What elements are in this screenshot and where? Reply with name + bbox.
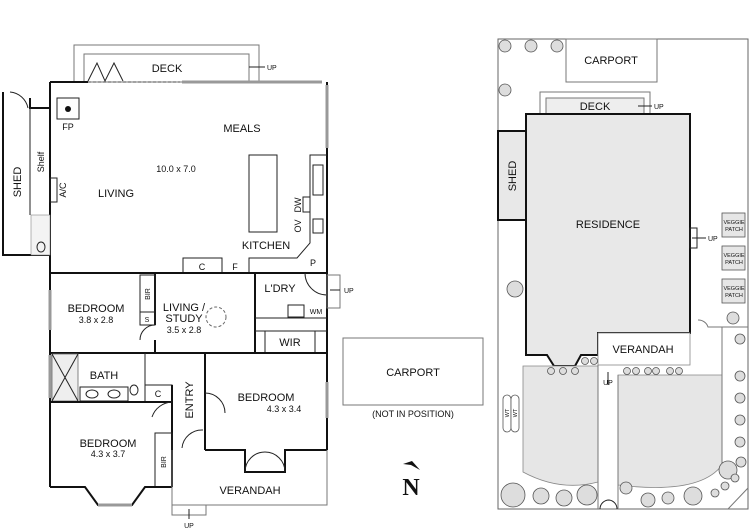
kitchen-label: KITCHEN	[242, 240, 290, 252]
site-verandah-label: VERANDAH	[612, 344, 673, 356]
sink-icon	[312, 164, 324, 196]
wt-label: WT	[505, 408, 511, 417]
tree-icons	[498, 39, 747, 508]
shed-door[interactable]	[9, 91, 29, 109]
carport-label: CARPORT	[386, 367, 440, 379]
bir-label: BIR	[145, 288, 152, 300]
bir2-label: BIR	[161, 456, 168, 468]
site-verandah-up: UP	[603, 380, 613, 387]
patch-label: PATCH	[725, 293, 743, 299]
carport-note: (NOT IN POSITION)	[372, 409, 454, 419]
pantry-label: P	[310, 258, 316, 268]
wir-label: WIR	[279, 337, 300, 349]
deck-label: DECK	[152, 63, 183, 75]
bedroom1-dims: 3.8 x 2.8	[79, 315, 114, 325]
site-side-up: UP	[708, 236, 718, 243]
patch-label: PATCH	[725, 227, 743, 233]
fp-label: FP	[62, 122, 74, 132]
deck-steps-icon	[87, 61, 124, 83]
verandah-label: VERANDAH	[219, 485, 280, 497]
site-deck-up: UP	[654, 104, 664, 111]
wm-label: WM	[310, 309, 323, 316]
study-label-1: LIVING /	[163, 302, 206, 314]
north-label: N	[402, 475, 420, 501]
north-arrow-icon: N	[402, 461, 420, 501]
bedroom2-dims: 4.3 x 3.4	[267, 404, 302, 414]
bedroom2-label: BEDROOM	[238, 392, 295, 404]
ov-label: OV	[293, 219, 303, 232]
veggie-label: VEGGIE	[723, 286, 744, 292]
s-label: S	[145, 317, 150, 324]
wt-label: WT	[513, 408, 519, 417]
cupboard-label: C	[199, 262, 206, 272]
laundry-up-label: UP	[344, 288, 354, 295]
living-dims: 10.0 x 7.0	[156, 164, 196, 174]
ac-label: A/C	[58, 182, 68, 198]
bath-label: BATH	[90, 370, 119, 382]
front-gate[interactable]	[599, 499, 618, 510]
bedroom3-label: BEDROOM	[80, 438, 137, 450]
site-plan: CARPORT DECK UP SHED RESIDENCE UP VEGGIE…	[497, 38, 749, 510]
entry-label: ENTRY	[184, 381, 196, 419]
residence-label: RESIDENCE	[576, 219, 640, 231]
laundry-label: L'DRY	[264, 283, 296, 295]
veggie-label: VEGGIE	[723, 220, 744, 226]
ac-unit	[49, 177, 58, 203]
residence	[525, 113, 691, 367]
meals-label: MEALS	[223, 123, 260, 135]
site-carport-label: CARPORT	[584, 55, 638, 67]
living-label: LIVING	[98, 188, 134, 200]
laundry-door[interactable]	[304, 272, 328, 296]
study-label-2: STUDY	[165, 313, 203, 325]
kitchen-island	[248, 154, 278, 233]
site-deck-label: DECK	[580, 101, 611, 113]
water-tanks: WT WT	[502, 394, 520, 433]
shelf-label: Shelf	[36, 151, 46, 172]
lawn-left	[522, 365, 599, 486]
entry-up-label: UP	[184, 523, 194, 530]
site-shed-label: SHED	[507, 161, 519, 192]
veggie-label: VEGGIE	[723, 253, 744, 259]
dw-label: DW	[293, 197, 303, 212]
carport-detached: CARPORT (NOT IN POSITION)	[342, 337, 484, 419]
shed-label: SHED	[12, 167, 24, 198]
bath-cupboard-label: C	[155, 389, 162, 399]
floor-plan: DECK UP SHED Shelf FP MEALS 10.0 x 7.0 L…	[2, 44, 354, 530]
veggie-patches: VEGGIE PATCH VEGGIE PATCH VEGGIE PATCH	[721, 212, 746, 304]
patch-label: PATCH	[725, 260, 743, 266]
fireplace-icon	[65, 106, 71, 112]
deck	[83, 53, 250, 83]
lawn-right	[617, 374, 723, 488]
study-dims: 3.5 x 2.8	[167, 325, 202, 335]
toilet-icon	[36, 241, 46, 253]
fireplace	[56, 97, 80, 120]
deck-up-label: UP	[267, 65, 277, 72]
bedroom3-dims: 4.3 x 3.7	[91, 449, 126, 459]
bedroom1-label: BEDROOM	[68, 303, 125, 315]
cooktop-icon	[312, 218, 324, 234]
fridge-label: F	[232, 262, 238, 272]
